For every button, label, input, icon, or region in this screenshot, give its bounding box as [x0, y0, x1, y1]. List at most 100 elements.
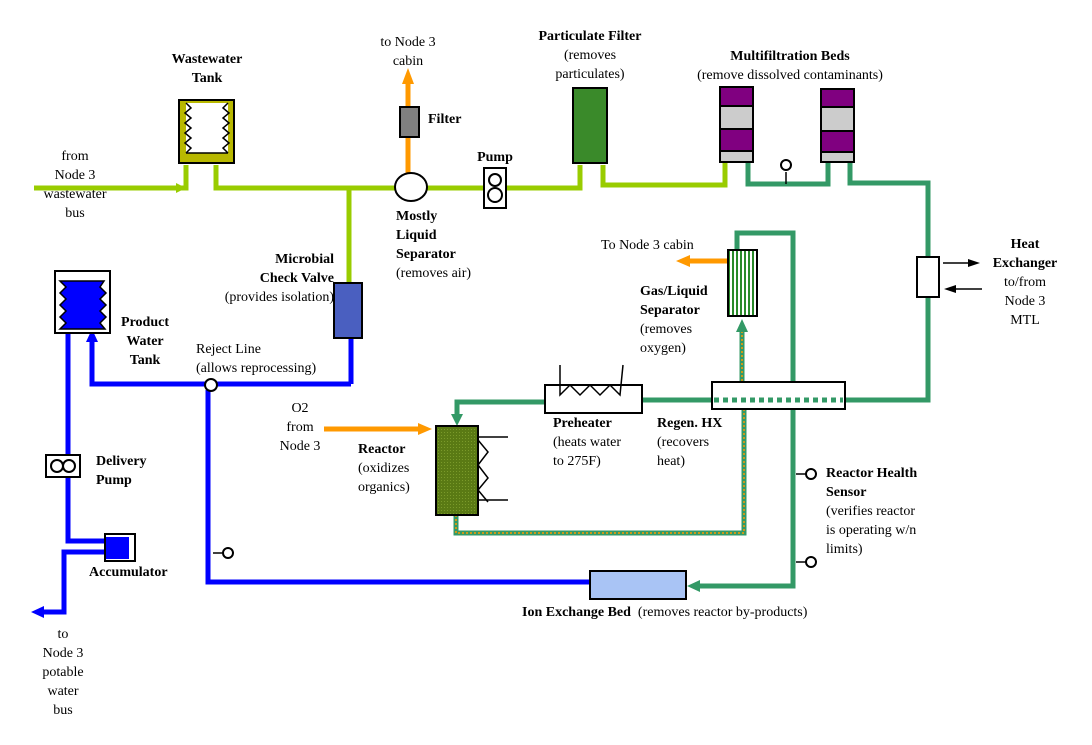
- preheater-name: Preheater: [553, 416, 612, 431]
- heat-exchanger-name-2: Exchanger: [992, 256, 1058, 271]
- o2-line-2: from: [286, 420, 314, 435]
- reactor: [435, 425, 508, 516]
- gls-inlet-arrowhead: [736, 319, 748, 332]
- tank-outlet-line: [213, 165, 395, 191]
- gas-liquid-separator-label: Gas/Liquid Separator (removes oxygen): [640, 282, 708, 358]
- mf1-to-mf2-line: [745, 163, 831, 187]
- filter-label: Filter: [428, 112, 462, 127]
- cabin-filter: [399, 106, 420, 138]
- pump-label: Pump: [477, 150, 513, 165]
- heat-exchanger-label: Heat Exchanger to/from Node 3 MTL: [985, 235, 1065, 330]
- reject-line-desc: (allows reprocessing): [196, 361, 317, 376]
- mf2-to-hx-line: [847, 163, 931, 258]
- pwt-name-3: Tank: [129, 353, 161, 368]
- delivery-pump: [45, 454, 81, 478]
- regenerative-heat-exchanger: [711, 381, 846, 410]
- potable-outlet-label: to Node 3 potable water bus: [32, 625, 94, 720]
- rhs-desc-3: limits): [826, 542, 863, 557]
- particulate-filter: [572, 87, 608, 164]
- multifiltration-beds-label: Multifiltration Beds (remove dissolved c…: [665, 47, 915, 85]
- reactor-label: Reactor (oxidizes organics): [358, 440, 410, 497]
- mcv-name-1: Microbial: [275, 252, 334, 267]
- reactor-health-sensor-1: [796, 468, 817, 480]
- potable-line-3: potable: [42, 665, 84, 680]
- heat-exchanger-name-1: Heat: [1010, 237, 1040, 252]
- gls-desc-1: (removes: [640, 322, 693, 337]
- gls-name-1: Gas/Liquid: [640, 284, 708, 299]
- accumulator-outlet-line: [42, 549, 106, 615]
- ion-bed-to-reject-line: [205, 390, 590, 585]
- multifiltration-bed-1: [719, 86, 754, 163]
- potable-outlet-arrowhead: [31, 606, 44, 618]
- accumulator: [104, 533, 136, 562]
- cabin-outlet-line-1: to Node 3: [380, 35, 436, 50]
- heat-exchanger-desc-2: Node 3: [1004, 294, 1046, 309]
- reject-line-label: Reject Line (allows reprocessing): [196, 340, 316, 378]
- reactor-desc-2: organics): [358, 480, 410, 495]
- mostly-liquid-separator-label: Mostly Liquid Separator (removes air): [396, 207, 471, 283]
- multifiltration-sensor-icon: [780, 159, 792, 171]
- wastewater-lines: [34, 163, 728, 283]
- ion-exchange-bed-label: Ion Exchange Bed (removes reactor by-pro…: [522, 603, 807, 622]
- wastewater-tank-name-1: Wastewater: [171, 52, 243, 67]
- oxygen-outlet-arrowhead: [676, 255, 690, 267]
- cabin-air-arrowhead: [402, 68, 414, 84]
- regen-hx-name: Regen. HX: [657, 416, 723, 431]
- particulate-filter-desc-2: particulates): [555, 67, 625, 82]
- product-lines: [42, 332, 590, 615]
- rhs-desc-1: (verifies reactor: [826, 504, 915, 519]
- wastewater-tank-label: Wastewater Tank: [157, 50, 257, 88]
- wastewater-source-line-4: bus: [65, 206, 85, 221]
- preheater-to-reactor-line: [454, 399, 545, 418]
- mls-desc: (removes air): [396, 266, 472, 281]
- multifiltration-beds-name: Multifiltration Beds: [730, 49, 850, 64]
- microbial-check-valve: [333, 282, 363, 339]
- rhs-desc-2: is operating w/n: [826, 523, 917, 538]
- heat-exchanger-desc-3: MTL: [1010, 313, 1040, 328]
- wastewater-source-label: from Node 3 wastewater bus: [30, 147, 120, 223]
- reject-line-name: Reject Line: [196, 342, 261, 357]
- ion-bed-name: Ion Exchange Bed: [522, 605, 631, 620]
- mls-name-3: Separator: [396, 247, 456, 262]
- particulate-filter-label: Particulate Filter (removes particulates…: [510, 27, 670, 84]
- mcv-desc: (provides isolation): [224, 290, 334, 305]
- particulate-filter-desc-1: (removes: [563, 48, 617, 63]
- product-line-sensor: [213, 547, 234, 559]
- gls-name-2: Separator: [640, 303, 700, 318]
- wastewater-tank-name-2: Tank: [191, 71, 223, 86]
- reactor-health-sensor-2: [796, 556, 817, 568]
- filter-to-mf-line: [600, 163, 728, 188]
- preheater-label: Preheater (heats water to 275F): [553, 414, 621, 471]
- regen-to-ion-bed-line: [696, 408, 796, 589]
- rhs-name-2: Sensor: [826, 485, 867, 500]
- ion-bed-desc: (removes reactor by-products): [637, 605, 808, 620]
- delivery-pump-name-1: Delivery: [96, 454, 147, 469]
- o2-source-label: O2 from Node 3: [270, 399, 330, 456]
- accumulator-label: Accumulator: [89, 565, 168, 580]
- potable-line-1: to: [57, 627, 69, 642]
- o2-line-3: Node 3: [279, 439, 321, 454]
- gls-return-line: [734, 230, 796, 381]
- regen-hx-desc-1: (recovers: [657, 435, 710, 450]
- cabin-outlet-line-2: cabin: [392, 54, 424, 69]
- gas-lines: [324, 82, 728, 432]
- regen-hx-label: Regen. HX (recovers heat): [657, 414, 722, 471]
- reject-line-valve: [204, 378, 218, 392]
- ion-exchange-bed: [589, 570, 687, 600]
- o2-line-1: O2: [291, 401, 309, 416]
- pwt-name-1: Product: [121, 315, 169, 330]
- heat-exchanger-desc-1: to/from: [1004, 275, 1046, 290]
- gas-liquid-separator: [727, 249, 758, 317]
- cabin-outlet-label: to Node 3 cabin: [358, 33, 458, 71]
- reactor-inlet-arrowhead: [451, 414, 463, 426]
- wastewater-source-line-3: wastewater: [43, 187, 107, 202]
- wastewater-tank: [178, 99, 235, 164]
- ion-bed-inlet-arrowhead: [687, 580, 700, 592]
- preheater: [544, 364, 643, 414]
- potable-line-2: Node 3: [42, 646, 84, 661]
- regen-hx-desc-2: heat): [657, 454, 685, 469]
- separator-to-filter-line: [427, 165, 583, 191]
- multifiltration-bed-2: [820, 88, 855, 163]
